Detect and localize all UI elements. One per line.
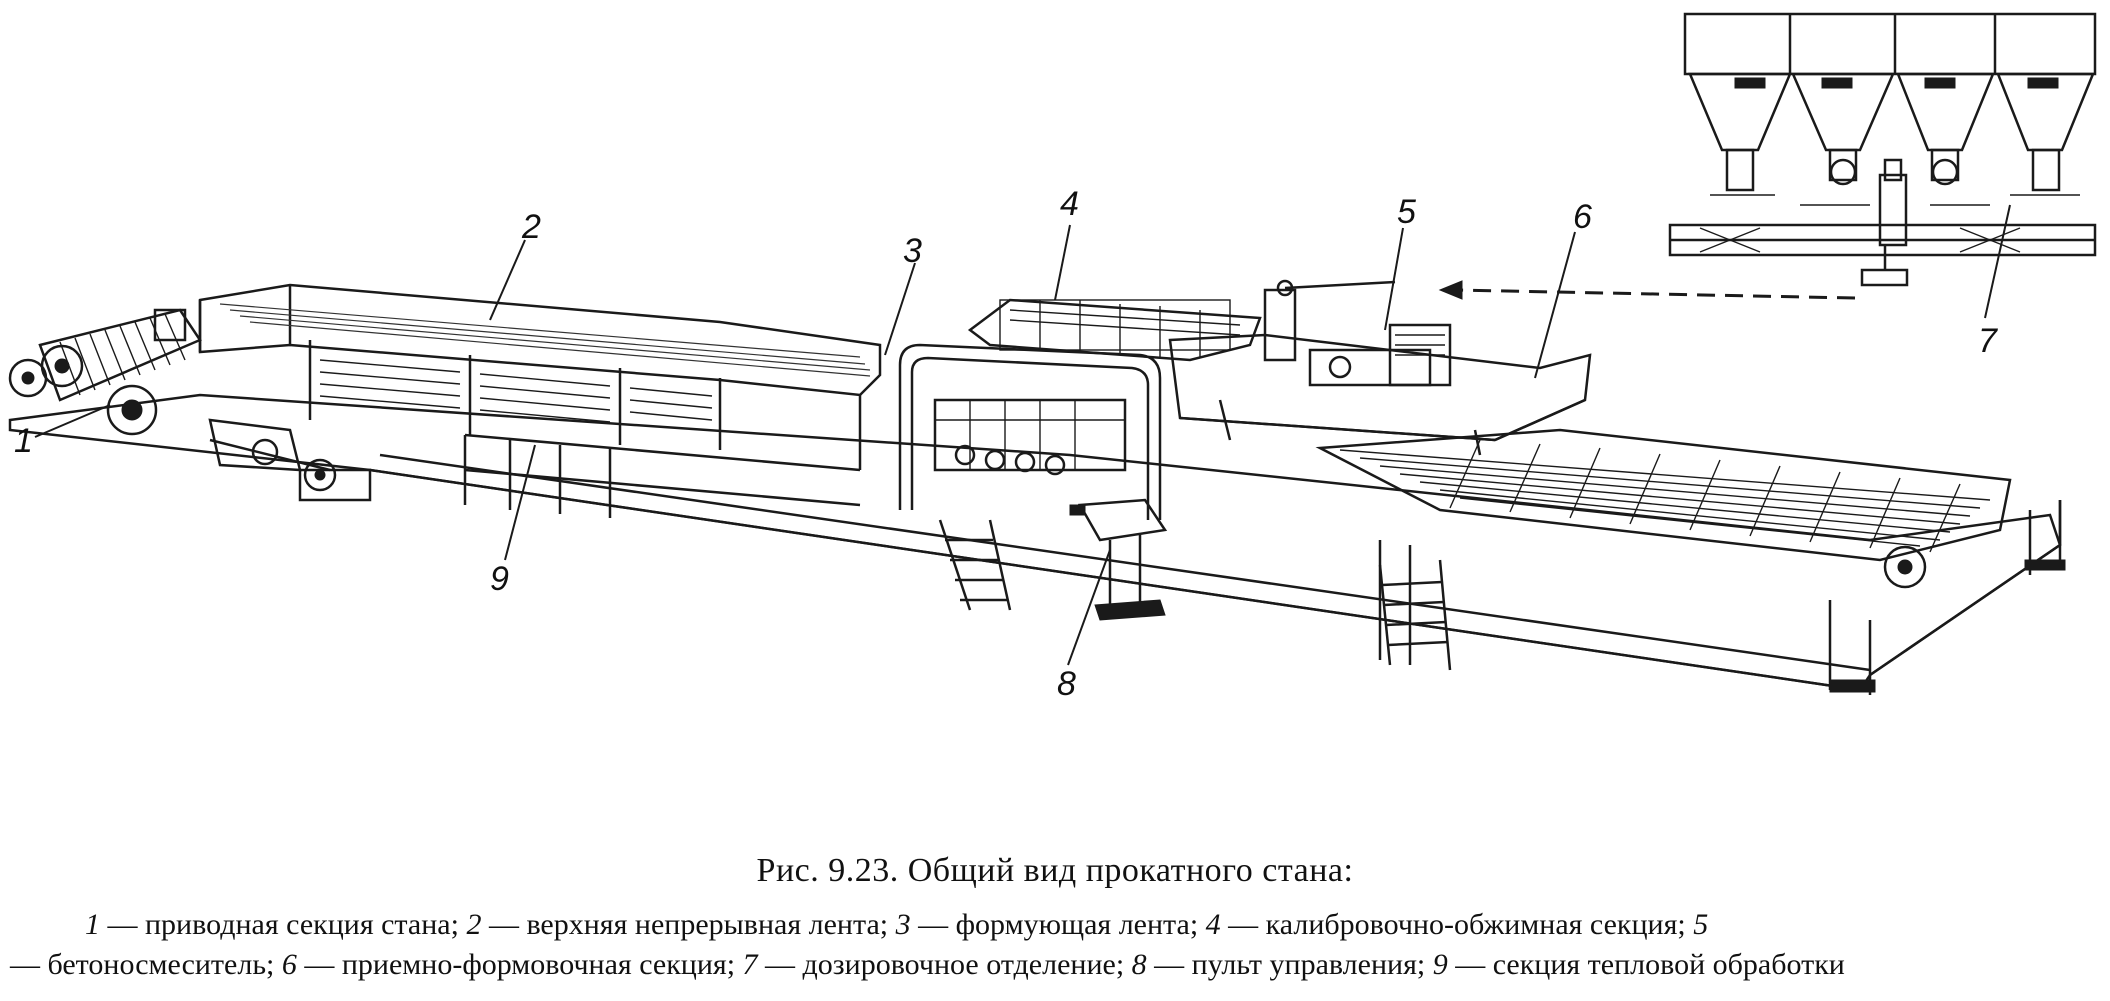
dosing-plant <box>1668 12 2097 287</box>
legend-text-3: — формующая лента; <box>918 908 1199 941</box>
legend-text-4: — калибровочно-обжимная секция; <box>1228 908 1686 941</box>
upper-belt-section <box>198 283 882 518</box>
legend-num-7: 7 <box>742 948 758 981</box>
legend-num-5: 5 <box>1693 908 1709 941</box>
legend-num-4: 4 <box>1205 908 1221 941</box>
label-1: 1 <box>14 422 33 460</box>
feed-arrow <box>1438 280 1856 300</box>
figure-caption-title: Рис. 9.23. Общий вид прокатного стана: <box>756 852 1354 889</box>
leader-lines <box>34 204 2011 666</box>
legend-text-8: — пульт управления; <box>1154 948 1426 981</box>
legend-text-1: — приводная секция стана; <box>107 908 459 941</box>
legend-num-8: 8 <box>1131 948 1147 981</box>
legend-num-9: 9 <box>1432 948 1448 981</box>
legend-num-6: 6 <box>281 948 297 981</box>
label-4: 4 <box>1060 185 1079 223</box>
legend-text-9: — секция тепловой обработки <box>1455 948 1845 981</box>
control-desk <box>1069 498 1168 621</box>
label-8: 8 <box>1057 665 1076 703</box>
legend-num-1: 1 <box>85 908 100 941</box>
receiving-belt <box>1315 428 2012 671</box>
figure-caption-legend: 1 — приводная секция стана; 2 — верхняя … <box>10 905 2100 985</box>
label-6: 6 <box>1573 198 1592 236</box>
legend-num-3: 3 <box>895 908 911 941</box>
receiving-forming-section <box>1168 279 1592 456</box>
drive-section <box>8 308 372 502</box>
legend-text-2: — верхняя непрерывная лента; <box>488 908 889 941</box>
legend-text-6: — приемно-формовочная секция; <box>304 948 736 981</box>
number-labels: 1 2 3 4 5 6 7 8 9 <box>14 185 1998 703</box>
label-2: 2 <box>521 208 541 246</box>
label-7: 7 <box>1978 322 1998 360</box>
legend-text-7: — дозировочное отделение; <box>765 948 1125 981</box>
base-frame <box>8 393 2066 695</box>
legend-num-2: 2 <box>466 908 482 941</box>
label-3: 3 <box>903 232 922 270</box>
calibration-section <box>898 298 1262 611</box>
legend-text-5: — бетоносмеситель; <box>10 948 275 981</box>
label-9: 9 <box>490 560 509 598</box>
label-5: 5 <box>1397 193 1416 231</box>
